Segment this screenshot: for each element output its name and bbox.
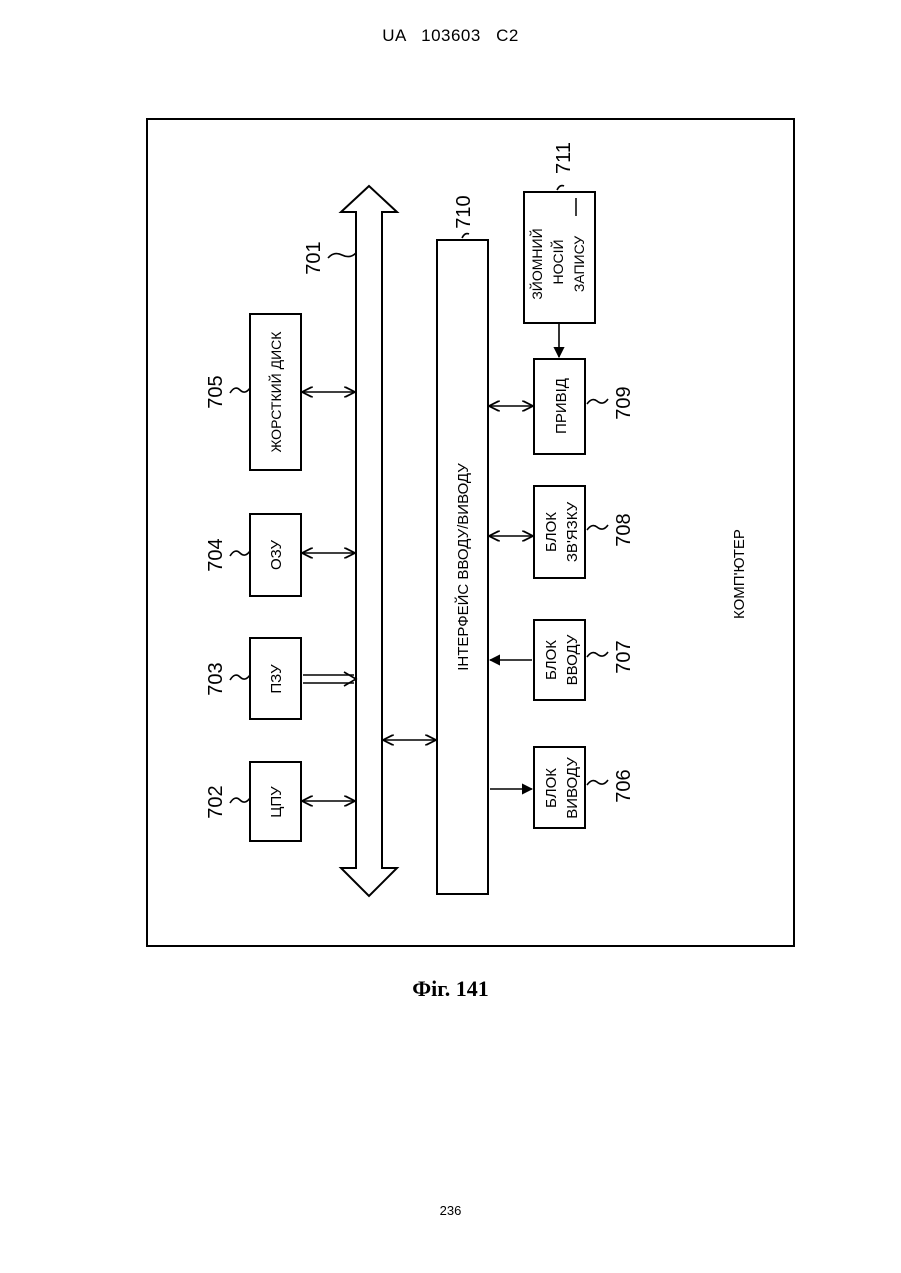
leader-711: [557, 186, 564, 191]
leader-705: [230, 388, 250, 393]
cpu-label: ЦПУ: [268, 786, 285, 818]
ref-710: 710: [453, 195, 475, 228]
bus-arrow: [341, 186, 397, 896]
ref-704: 704: [205, 538, 227, 571]
ref-702: 702: [205, 785, 227, 818]
hdd-label: ЖОРСТКИЙ ДИСК: [267, 331, 284, 453]
leader-709: [587, 399, 608, 404]
output-label-2: ВИВОДУ: [564, 757, 581, 819]
leader-703: [230, 675, 250, 680]
leader-701: [328, 253, 356, 258]
figure-caption: Фіг. 141: [0, 976, 901, 1002]
leader-704: [230, 551, 250, 556]
rom-label: ПЗУ: [268, 664, 285, 694]
page-number: 236: [0, 1203, 901, 1218]
ref-705: 705: [205, 375, 227, 408]
media-label-1: ЗЙОМНИЙ: [528, 228, 545, 299]
comm-label-1: БЛОК: [543, 512, 560, 552]
input-label-1: БЛОК: [543, 640, 560, 680]
ref-706: 706: [613, 769, 635, 802]
ref-707: 707: [613, 640, 635, 673]
computer-title: КОМП'ЮТЕР: [731, 529, 748, 619]
rom-bus-arrowhead: [344, 672, 356, 686]
comm-label-2: ЗВ'ЯЗКУ: [564, 501, 581, 562]
media-label-3: ЗАПИСУ: [571, 236, 587, 292]
output-label-1: БЛОК: [543, 768, 560, 808]
leader-708: [587, 525, 608, 530]
leader-707: [587, 652, 608, 657]
ref-708: 708: [613, 513, 635, 546]
input-label-2: ВВОДУ: [564, 634, 581, 685]
leader-702: [230, 798, 250, 803]
ref-701: 701: [303, 241, 325, 274]
leader-710: [462, 234, 469, 239]
ref-711: 711: [553, 142, 575, 174]
ref-709: 709: [613, 386, 635, 419]
drive-label: ПРИВІД: [553, 378, 570, 434]
ram-label: ОЗУ: [268, 539, 285, 570]
leader-706: [587, 780, 608, 785]
ref-703: 703: [205, 662, 227, 695]
media-label-2: НОСІЙ: [549, 239, 566, 284]
io-interface-label: ІНТЕРФЕЙС ВВОДУ/ВИВОДУ: [454, 463, 472, 671]
